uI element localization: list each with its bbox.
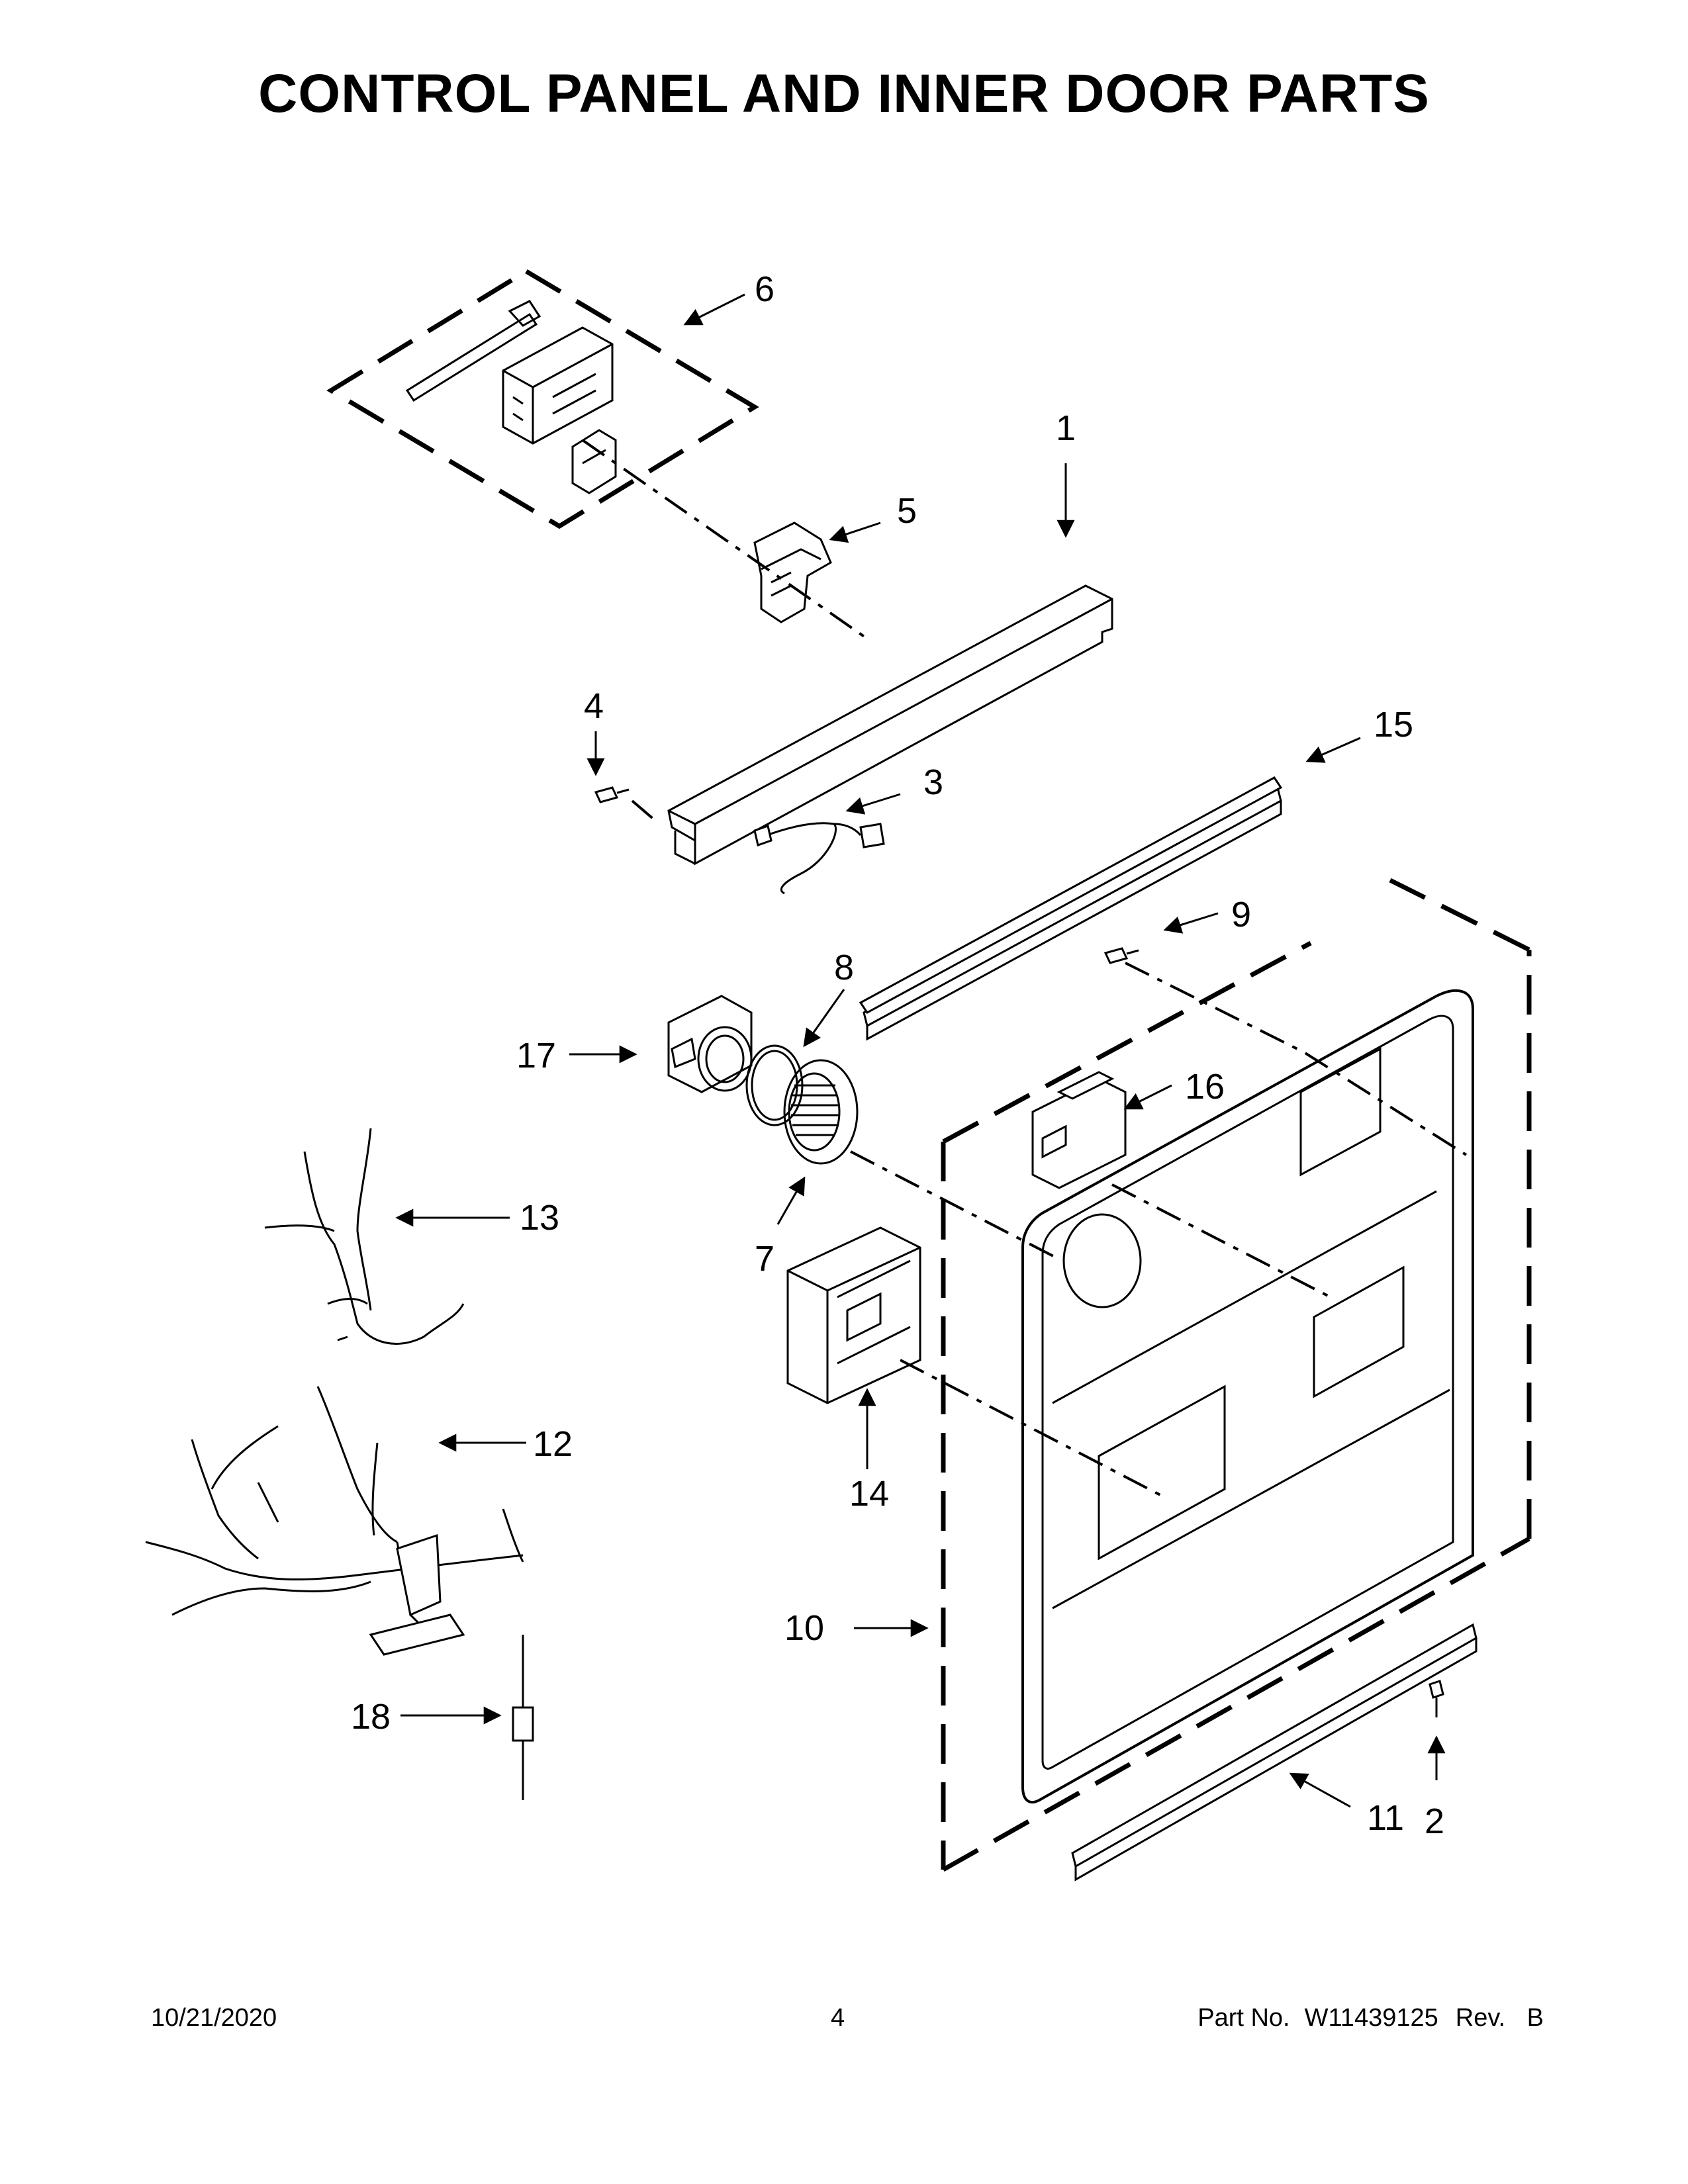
callout-17: 17 xyxy=(516,1036,556,1075)
revision-value: B xyxy=(1526,2004,1544,2032)
part-15-gasket-strip xyxy=(859,776,1283,1041)
callout-16: 16 xyxy=(1185,1067,1225,1107)
part-number-label: Part No. xyxy=(1197,2004,1290,2032)
callout-10: 10 xyxy=(784,1608,824,1648)
part-9-screw xyxy=(1103,947,1139,964)
guide-lines xyxy=(581,439,1468,1497)
callout-6: 6 xyxy=(755,269,774,309)
callout-arrows xyxy=(395,293,1446,1808)
part-3-wire-harness xyxy=(753,822,885,895)
part-4-screw xyxy=(594,786,630,803)
footer-date: 10/21/2020 xyxy=(151,2004,277,2032)
callout-14: 14 xyxy=(849,1474,889,1514)
callout-12: 12 xyxy=(533,1424,573,1464)
callout-15: 15 xyxy=(1374,705,1413,745)
page-title: CONTROL PANEL AND INNER DOOR PARTS xyxy=(258,64,1430,124)
callout-1: 1 xyxy=(1056,408,1076,448)
part-11-trim-strip xyxy=(1071,1623,1477,1882)
part-17-dispenser xyxy=(667,995,753,1093)
callout-3: 3 xyxy=(923,762,943,802)
part-10-inner-door xyxy=(941,878,1532,1872)
part-12-wire-harness xyxy=(145,1386,524,1656)
callout-13: 13 xyxy=(520,1198,559,1238)
callout-5: 5 xyxy=(897,491,917,531)
part-6-control-assembly xyxy=(326,268,759,529)
part-2-screw xyxy=(1429,1680,1444,1717)
callout-labels: 1 2 3 4 5 6 7 8 9 10 11 12 13 14 15 16 1… xyxy=(351,269,1444,1841)
part-1-control-panel xyxy=(667,584,1113,866)
callout-4: 4 xyxy=(584,686,604,726)
part-8-ring-seal xyxy=(745,1044,804,1126)
callout-9: 9 xyxy=(1231,895,1251,934)
callout-8: 8 xyxy=(834,948,854,987)
part-7-vent-cap xyxy=(783,1059,859,1165)
footer-part-number: Part No. W11439125 Rev. B xyxy=(1197,2004,1544,2032)
callout-2: 2 xyxy=(1425,1801,1444,1841)
part-14-control-box xyxy=(786,1226,921,1404)
revision-label: Rev. xyxy=(1455,2004,1506,2032)
part-16-bracket xyxy=(1031,1071,1127,1189)
callout-18: 18 xyxy=(351,1697,391,1737)
part-number-value: W11439125 xyxy=(1304,2004,1438,2032)
part-13-wire-harness xyxy=(264,1128,465,1345)
footer-page-number: 4 xyxy=(831,2004,845,2032)
callout-11: 11 xyxy=(1367,1798,1404,1838)
callout-7: 7 xyxy=(755,1239,774,1279)
part-5-switch xyxy=(753,522,832,623)
part-18-fuse xyxy=(512,1635,534,1800)
